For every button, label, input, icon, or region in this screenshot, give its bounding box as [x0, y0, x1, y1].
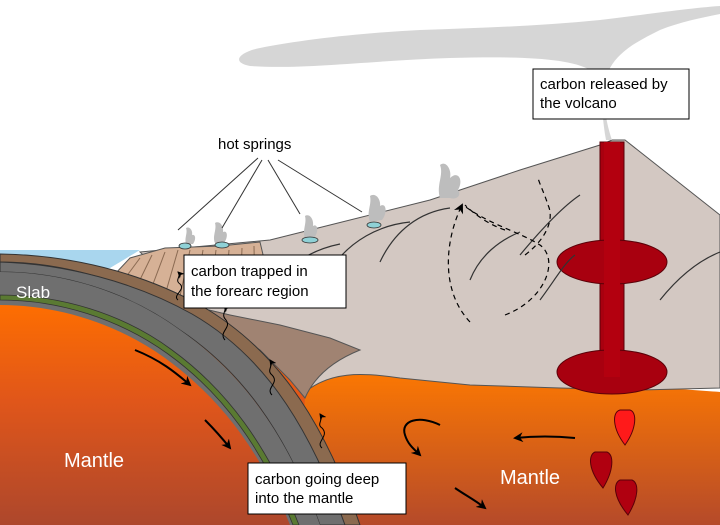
fluid-squiggles [176, 271, 327, 449]
mantle-wedge-brown [174, 301, 362, 399]
hot-springs-label: hot springs [218, 136, 291, 153]
hot-spring-pools [178, 221, 382, 250]
volcano-callout-line2: the volcano [540, 95, 617, 112]
magma-droplets [590, 409, 638, 516]
deep-carbon-callout: carbon going deep into the mantle [247, 462, 407, 515]
deep-carbon-callout-line2: into the mantle [255, 490, 353, 507]
deep-carbon-callout-line1: carbon going deep [255, 471, 379, 488]
slab-green-stripe [0, 294, 300, 525]
forearc-callout-line1: carbon trapped in [191, 263, 308, 280]
forearc-callout-line2: the forearc region [191, 283, 309, 300]
volcano-plume [239, 6, 720, 140]
mantle-label-right: Mantle [500, 467, 560, 489]
vent-smoke [185, 163, 461, 244]
mantle-label-left: Mantle [64, 450, 124, 472]
slab-label: Slab [16, 283, 50, 302]
magma-system [556, 141, 668, 395]
volcano-callout: carbon released by the volcano [532, 68, 690, 120]
hot-springs-leaders [177, 157, 363, 231]
forearc-callout: carbon trapped in the forearc region [183, 254, 347, 309]
dashed-pathways [447, 177, 551, 323]
mantle-flow-arrows [134, 349, 576, 510]
volcano-callout-line1: carbon released by [540, 76, 668, 93]
